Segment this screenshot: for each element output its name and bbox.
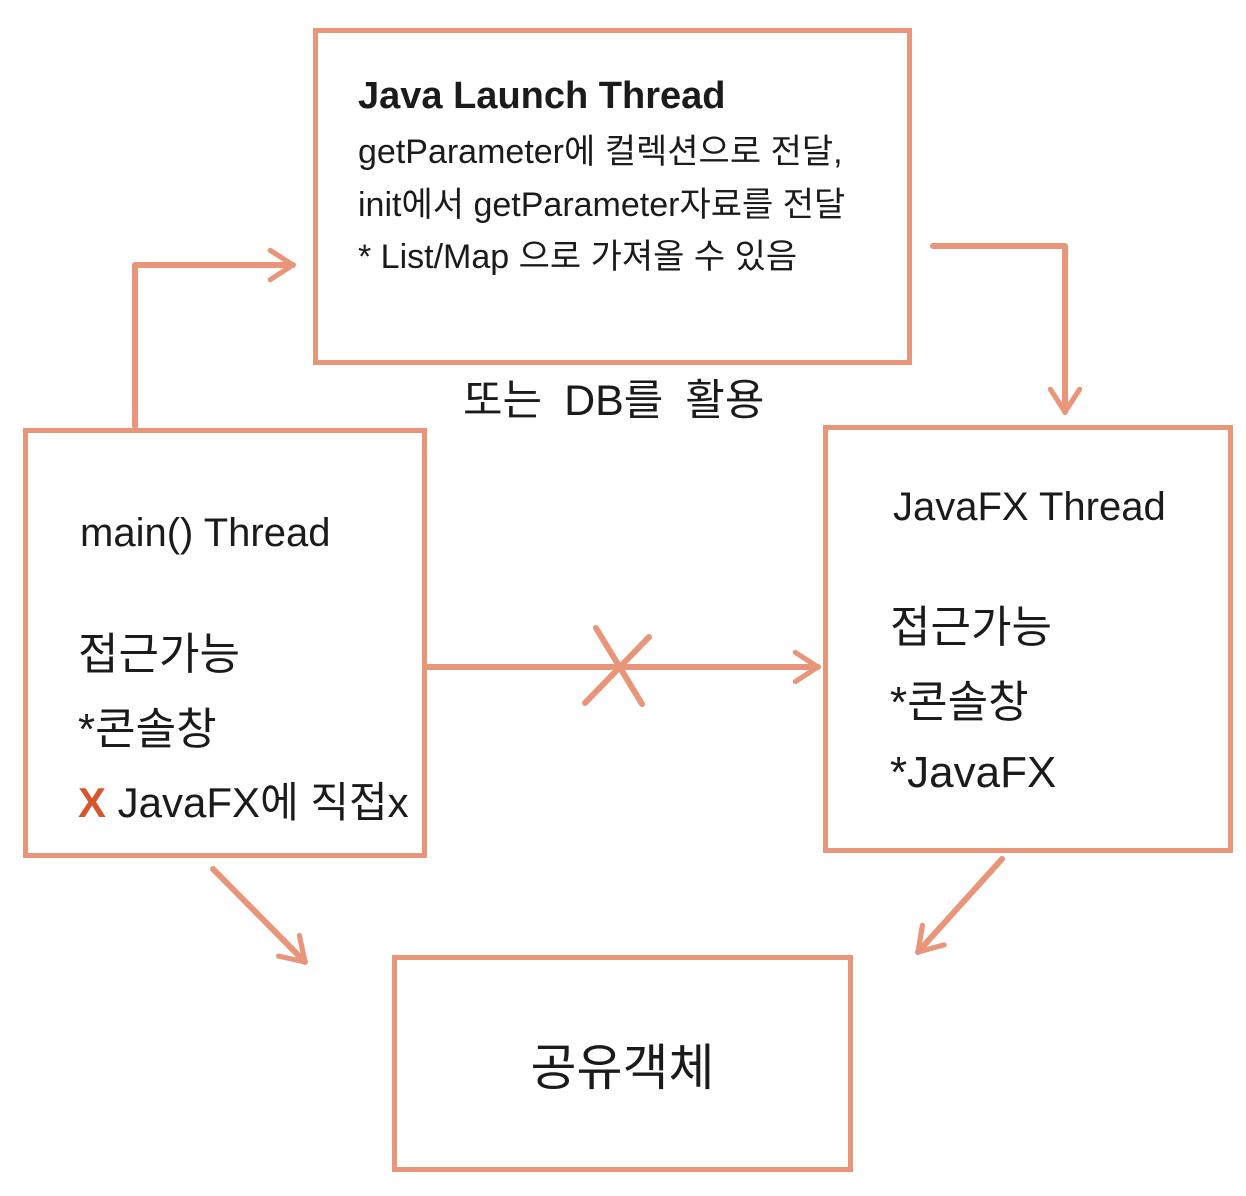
main-thread-line-1: 접근가능 [78, 630, 240, 679]
java-launch-thread-title: Java Launch Thread [358, 75, 726, 117]
main-thread-warning-text: JavaFX에 직접x [106, 779, 409, 826]
main-thread-warning: X JavaFX에 직접x [78, 777, 409, 830]
main-thread-line-2: *콘솔창 [78, 705, 217, 754]
main-thread-box: main() Thread 접근가능 *콘솔창 X JavaFX에 직접x [23, 428, 427, 858]
db-alternative-label: 또는 DB를 활용 [463, 377, 765, 425]
blocked-x-icon [582, 625, 652, 707]
arrow-main-to-launch [132, 247, 296, 429]
java-launch-thread-line-2: init에서 getParameter자료를 전달 [358, 186, 846, 224]
shared-object-box: 공유객체 [392, 955, 853, 1172]
arrow-main-to-shared [210, 866, 308, 965]
javafx-thread-line-3: *JavaFX [890, 748, 1057, 797]
main-thread-title: main() Thread [80, 511, 331, 555]
javafx-thread-box: JavaFX Thread 접근가능 *콘솔창 *JavaFX [823, 425, 1233, 853]
java-launch-thread-line-3: * List/Map 으로 가져올 수 있음 [358, 238, 798, 276]
arrow-javafx-to-shared [915, 856, 1005, 955]
java-launch-thread-line-1: getParameter에 컬렉션으로 전달, [358, 133, 843, 171]
javafx-thread-line-2: *콘솔창 [890, 678, 1029, 727]
red-x-mark: X [78, 779, 107, 826]
arrow-launch-to-javafx [930, 243, 1083, 415]
javafx-thread-title: JavaFX Thread [893, 485, 1166, 529]
javafx-thread-line-1: 접근가능 [890, 603, 1052, 652]
java-launch-thread-box: Java Launch Thread getParameter에 컬렉션으로 전… [313, 28, 912, 365]
shared-object-title: 공유객체 [530, 1039, 715, 1096]
